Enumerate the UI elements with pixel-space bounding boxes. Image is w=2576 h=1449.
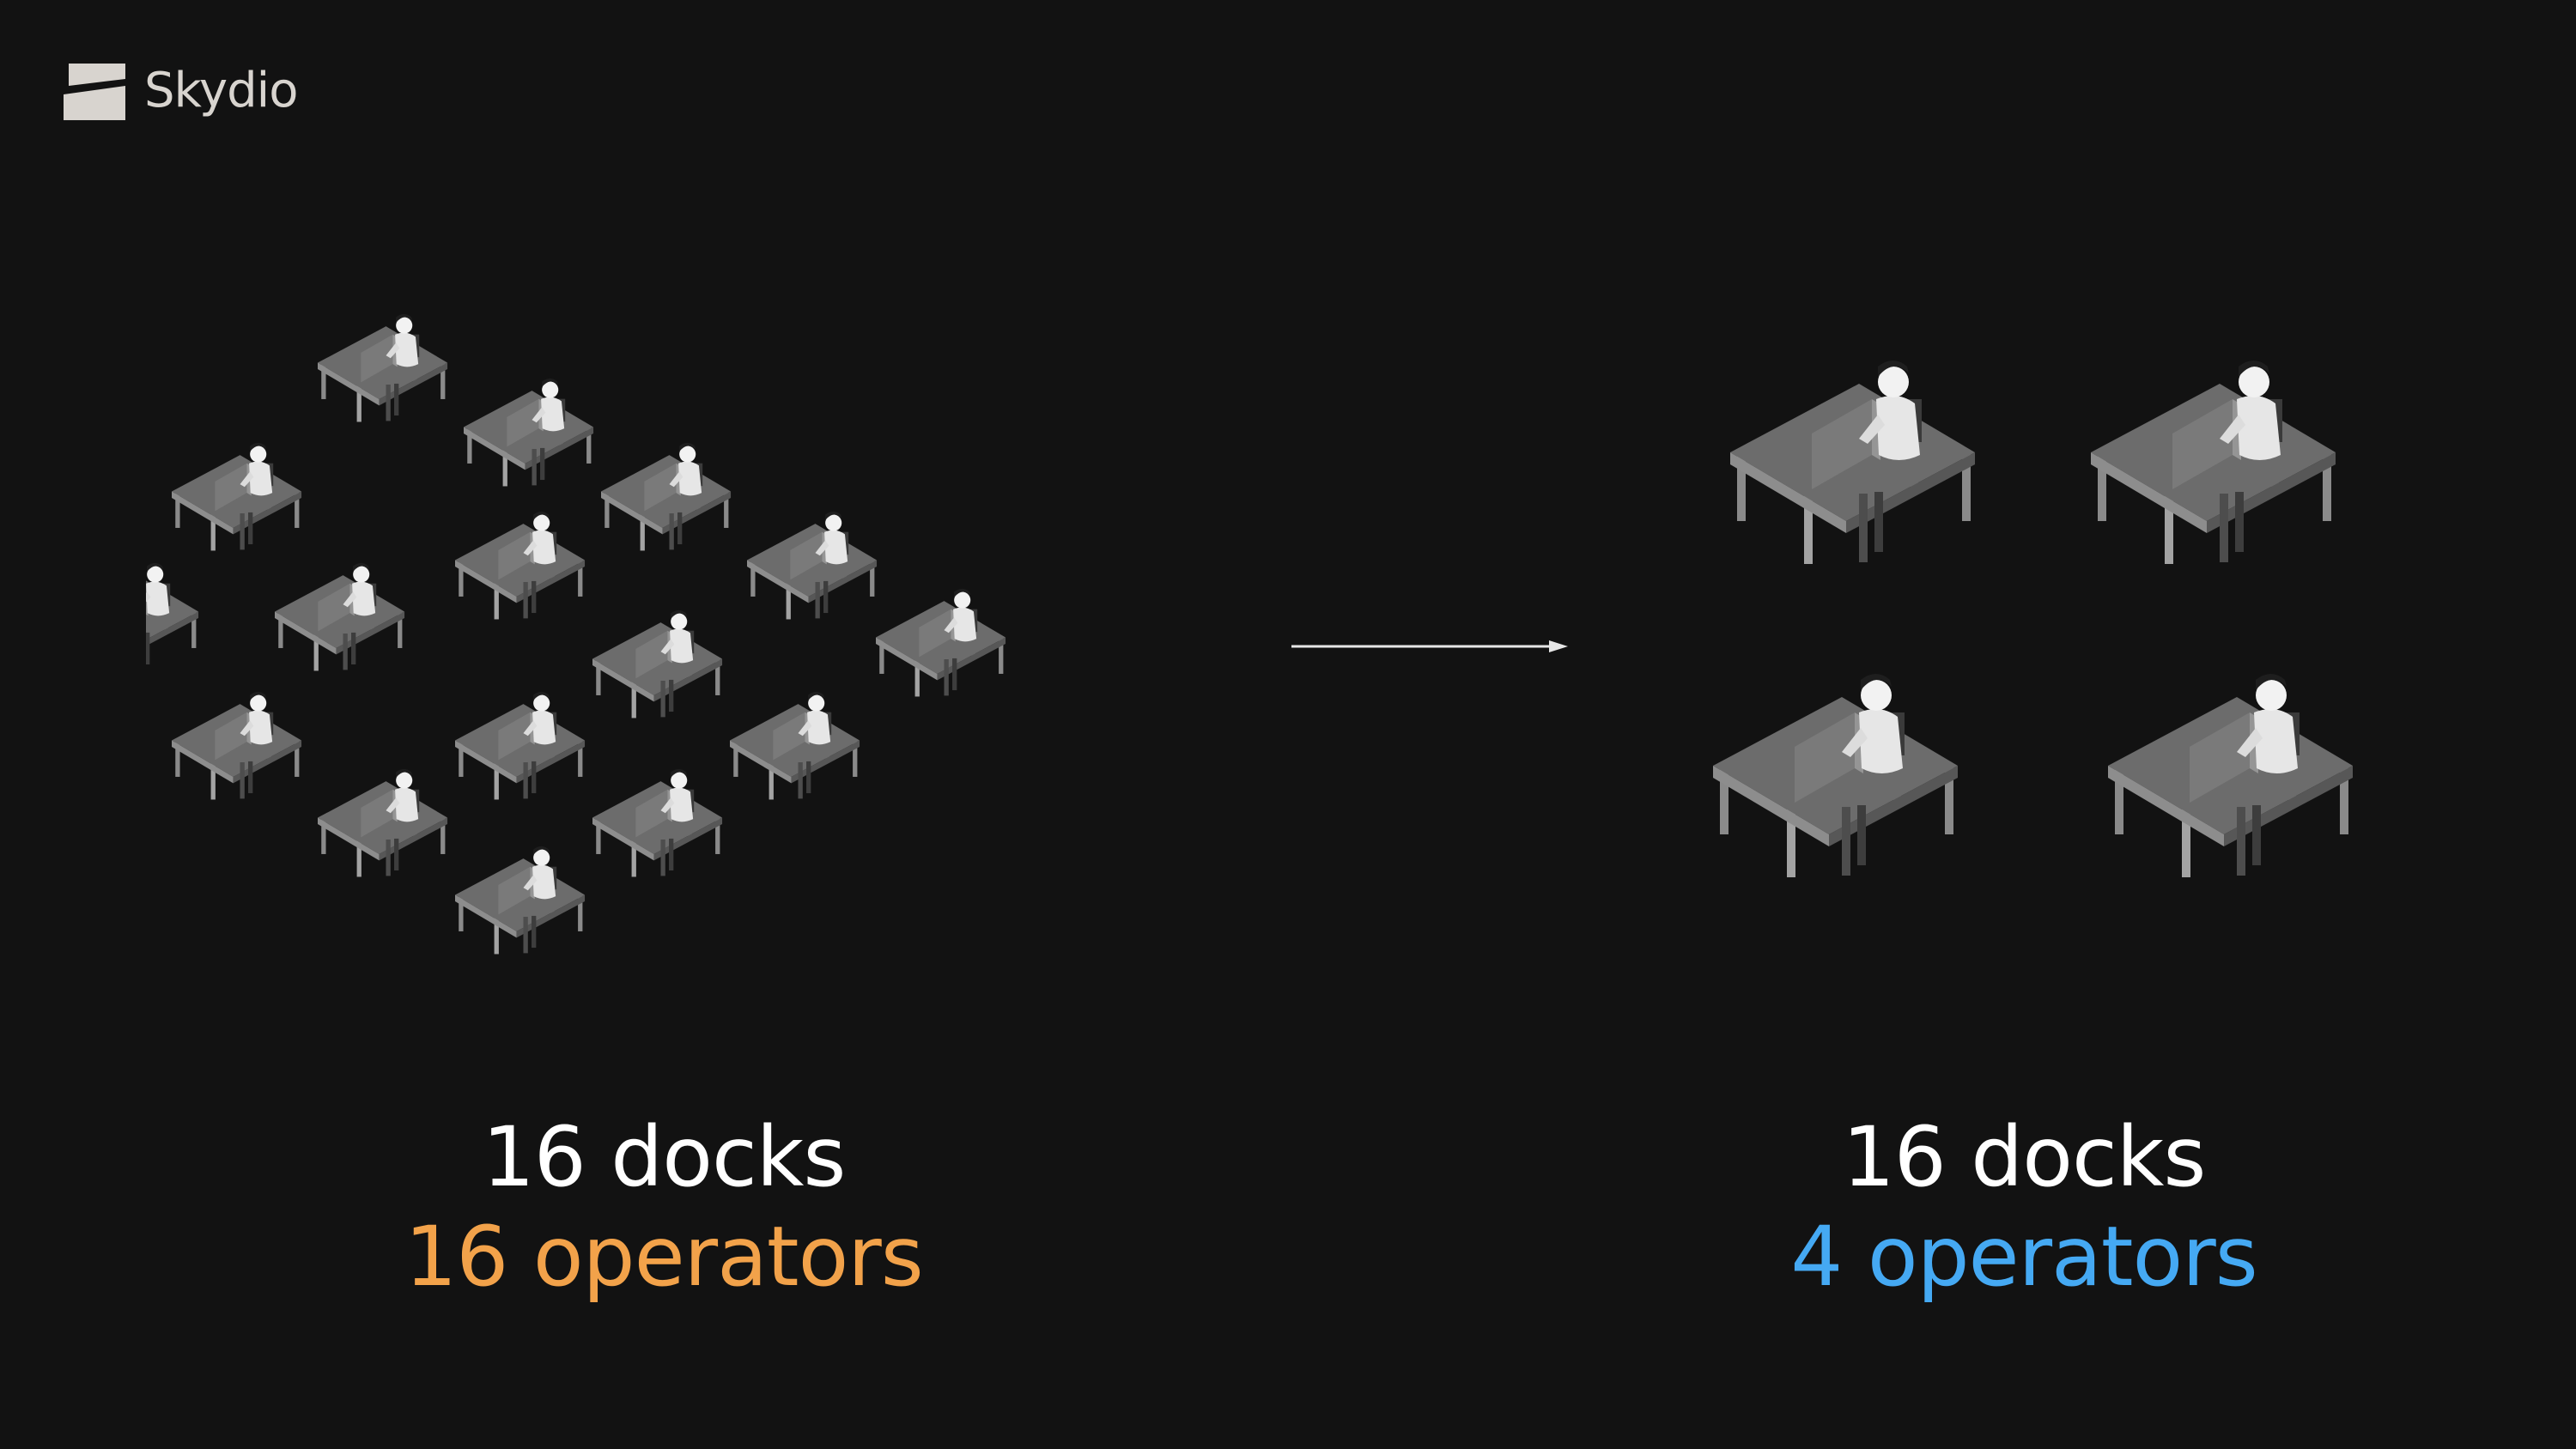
- right-docks-label: 16 docks: [1842, 1109, 2207, 1205]
- right-operators-label: 4 operators: [1790, 1209, 2257, 1305]
- brand-name: Skydio: [144, 62, 298, 118]
- skydio-mark-icon: [64, 64, 125, 120]
- arrow-right-icon: [1291, 640, 1568, 652]
- operator-workstations-icon: [146, 313, 1006, 955]
- brand-logo: Skydio: [64, 60, 298, 120]
- left-docks-label: 16 docks: [482, 1109, 847, 1205]
- operator-workstations-icon: [1713, 361, 2353, 877]
- left-caption: 16 docks 16 operators: [277, 1107, 1050, 1307]
- left-operators-label: 16 operators: [404, 1209, 924, 1305]
- right-caption: 16 docks 4 operators: [1637, 1107, 2410, 1307]
